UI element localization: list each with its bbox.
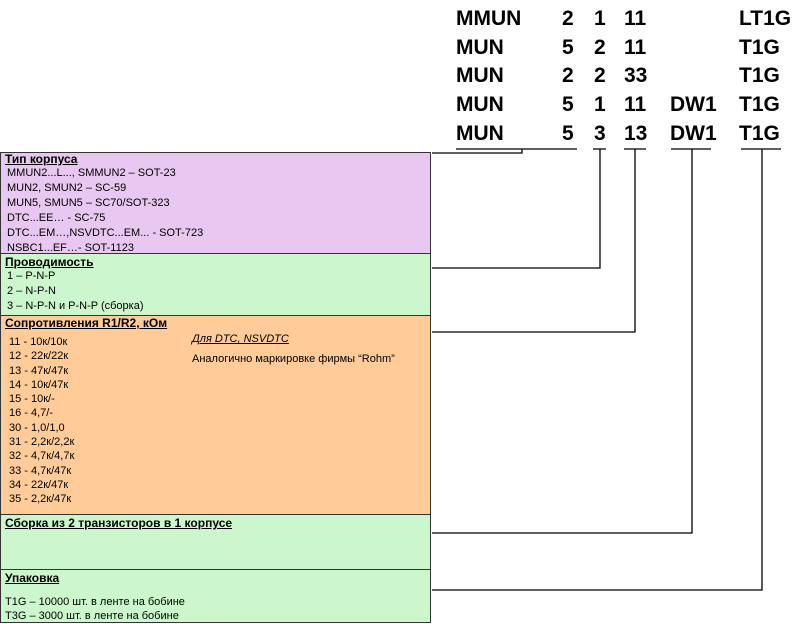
code-d1: 5 (562, 35, 574, 59)
code-prefix: MUN (456, 121, 504, 145)
list-item: 15 - 10к/- (9, 393, 55, 406)
connector-case (432, 148, 577, 154)
list-item: 33 - 4,7к/47к (9, 464, 72, 477)
list-item: 30 - 1,0/1,0 (9, 421, 65, 434)
list-item: 3 – N-P-N и P-N-P (сборка) (7, 300, 144, 312)
box-title: Сопротивления R1/R2, кОм (5, 316, 168, 330)
code-prefix: MUN (456, 64, 504, 88)
list-item: T3G – 3000 шт. в ленте на бобине (5, 610, 179, 622)
code-prefix: MUN (456, 93, 504, 117)
list-item: 11 - 10к/10к (9, 336, 68, 348)
box-case: Тип корпуса MMUN2...L..., SMMUN2 – SOT-2… (0, 152, 431, 254)
box-title: Сборка из 2 транзисторов в 1 корпусе (5, 516, 233, 530)
code-d2: 2 (594, 64, 606, 88)
list-item: 32 - 4,7к/4,7к (9, 450, 75, 463)
note-title: Для DTC, NSVDTC (192, 333, 289, 345)
connector-resistors (432, 148, 646, 333)
list-item: MUN2, SMUN2 – SC-59 (7, 182, 127, 194)
code-pack: T1G (739, 121, 780, 145)
code-dual: DW1 (670, 93, 717, 117)
connector-packing (432, 148, 781, 591)
box-title: Упаковка (5, 571, 60, 585)
list-item: MUN5, SMUN5 – SC70/SOT-323 (7, 197, 170, 209)
list-item: DTC...EE… - SC-75 (7, 212, 106, 224)
code-d2: 3 (594, 121, 606, 145)
connector-polarity (432, 148, 606, 269)
code-pack: T1G (739, 35, 780, 59)
list-item: 1 – P-N-P (7, 270, 56, 282)
code-res: 11 (624, 7, 647, 30)
code-res: 11 (624, 93, 647, 117)
code-d2: 2 (594, 35, 606, 59)
list-item: 12 - 22к/22к (9, 350, 69, 363)
code-pack: T1G (739, 93, 780, 117)
list-item: 16 - 4,7/- (9, 407, 54, 420)
list-item: DTC...EM…,NSVDTC...EM... - SOT-723 (7, 227, 204, 239)
list-item: T1G – 10000 шт. в ленте на бобине (5, 596, 185, 608)
list-item: NSBC1...EF…- SOT-1123 (7, 242, 134, 254)
code-pack: LT1G (739, 7, 792, 30)
list-item: MMUN2...L..., SMMUN2 – SOT-23 (7, 167, 176, 179)
list-item: 14 - 10к/47к (9, 378, 69, 391)
box-dual: Сборка из 2 транзисторов в 1 корпусе (0, 514, 431, 570)
list-item: 13 - 47к/47к (9, 364, 69, 377)
box-resistors: Сопротивления R1/R2, кОм 11 - 10к/10к 12 … (0, 315, 431, 515)
code-d1: 2 (562, 64, 574, 88)
box-polarity: Проводимость 1 – P-N-P 2 – N-P-N 3 – N-P-N… (0, 253, 431, 316)
code-d1: 2 (562, 7, 574, 30)
connector-dual (432, 148, 711, 534)
box-title: Тип корпуса (5, 152, 78, 166)
list-item: 35 - 2,2к/47к (9, 493, 72, 506)
code-dual: DW1 (670, 121, 717, 145)
code-pack: T1G (739, 64, 780, 88)
code-d1: 5 (562, 93, 574, 117)
code-d2: 1 (594, 7, 606, 30)
box-title: Проводимость (5, 255, 94, 269)
list-item: 2 – N-P-N (7, 285, 56, 297)
code-res: 11 (624, 35, 647, 59)
code-prefix: MMUN (456, 7, 522, 30)
box-packing: Упаковка T1G – 10000 шт. в ленте на боби… (0, 569, 431, 623)
list-item: 31 - 2,2к/2,2к (9, 436, 75, 449)
note-text: Аналогично маркировке фирмы “Rohm” (192, 353, 395, 365)
code-res: 13 (624, 121, 648, 145)
list-item: 34 - 22к/47к (9, 478, 69, 491)
code-d1: 5 (562, 121, 574, 145)
code-prefix: MUN (456, 35, 504, 59)
code-d2: 1 (594, 93, 606, 117)
code-res: 33 (624, 64, 648, 88)
